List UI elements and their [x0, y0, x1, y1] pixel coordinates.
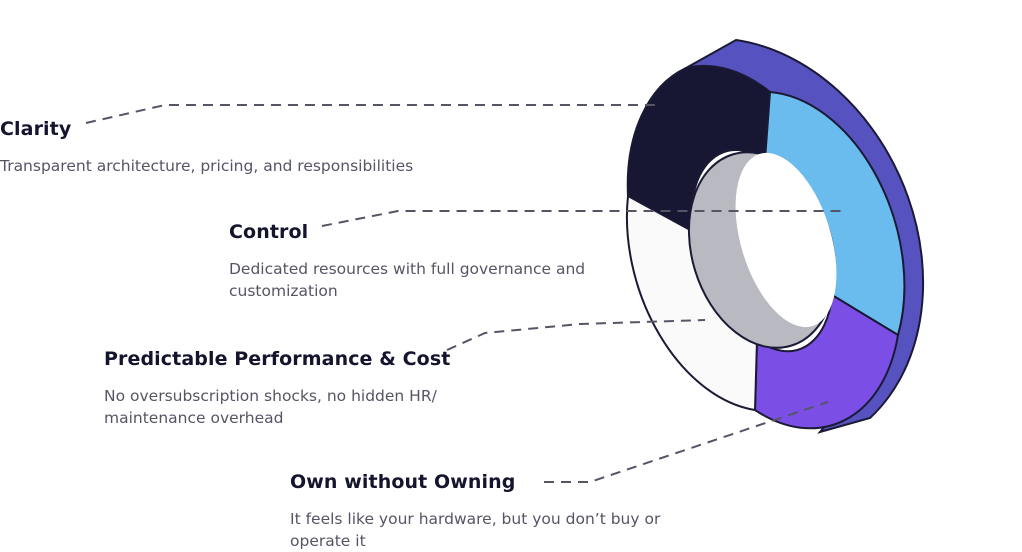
feature-description: Transparent architecture, pricing, and r… [0, 157, 414, 175]
feature-title: Control [229, 221, 309, 243]
leader-line-predictable [446, 319, 706, 351]
feature-description: It feels like your hardware, but you don… [290, 510, 661, 550]
feature-own-without-owning: Own without Owning It feels like your ha… [290, 471, 680, 552]
feature-control: Control Dedicated resources with full go… [229, 221, 619, 302]
feature-description: No oversubscription shocks, no hidden HR… [104, 387, 437, 427]
feature-clarity: Clarity Transparent architecture, pricin… [0, 118, 470, 177]
leader-line-own [544, 401, 829, 483]
leader-line-control [321, 210, 842, 227]
feature-description: Dedicated resources with full governance… [229, 260, 586, 300]
feature-predictable-performance: Predictable Performance & Cost No oversu… [104, 348, 464, 429]
ring-segment-purple [753, 293, 900, 430]
ring-hole [735, 152, 837, 328]
ring-segment-dark [626, 64, 772, 233]
feature-title: Predictable Performance & Cost [104, 348, 451, 370]
feature-title: Own without Owning [290, 471, 516, 493]
leader-line-clarity [85, 104, 660, 124]
feature-title: Clarity [0, 118, 72, 140]
